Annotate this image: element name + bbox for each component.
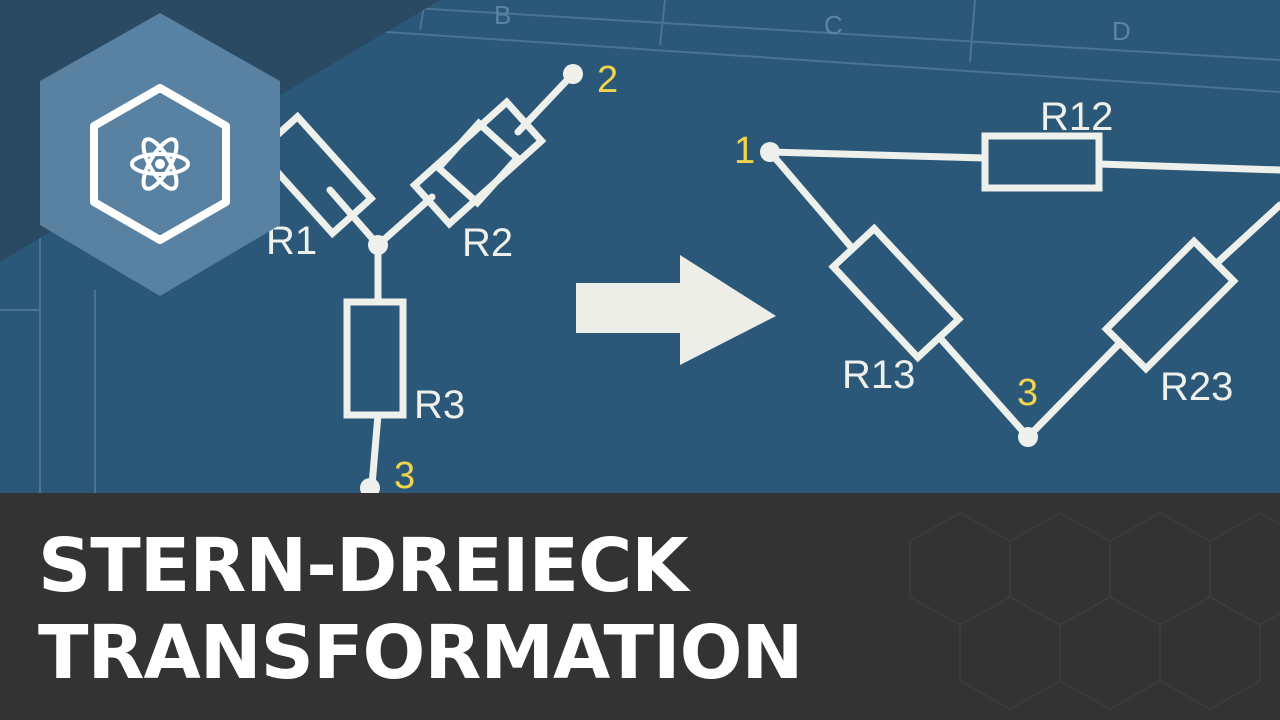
column-label-b: B — [494, 0, 511, 30]
resistor-r23 — [1101, 236, 1239, 374]
star-wire-2 — [374, 193, 436, 249]
title-line-2: TRANSFORMATION — [38, 610, 803, 696]
delta-wire-12b — [1095, 160, 1280, 174]
atom-icon — [130, 137, 190, 191]
star-node-label-3: 3 — [394, 455, 415, 497]
column-label-c: C — [824, 10, 843, 40]
delta-node-1 — [760, 142, 780, 162]
resistor-r13 — [828, 223, 964, 363]
delta-resistor-label-r23: R23 — [1160, 365, 1233, 409]
delta-resistor-label-r13: R13 — [842, 353, 915, 397]
delta-wire-13b — [936, 334, 1032, 441]
banner-hex-pattern — [909, 511, 1280, 711]
delta-node-label-3: 3 — [1017, 372, 1038, 414]
resistor-r2 — [433, 118, 523, 208]
resistor-r12 — [981, 132, 1103, 192]
title-banner — [0, 493, 1280, 720]
delta-node-3 — [1018, 427, 1038, 447]
delta-wire-13a — [766, 148, 856, 252]
arrow-right-icon — [576, 255, 776, 365]
star-resistor-label-r3: R3 — [414, 383, 465, 427]
delta-wire-23a — [1024, 341, 1122, 441]
resistor-r3 — [343, 298, 407, 419]
star-node-label-2: 2 — [597, 59, 618, 101]
title-line-1: STERN-DREIECK — [38, 523, 689, 609]
star-circuit — [253, 71, 576, 489]
blueprint-grid — [0, 0, 1280, 493]
star-wire-3b — [368, 411, 382, 489]
delta-wire-23b — [1214, 201, 1280, 266]
delta-wire-12a — [766, 148, 989, 162]
delta-circuit — [766, 132, 1280, 441]
delta-resistor-label-r12: R12 — [1040, 95, 1113, 139]
column-label-d: D — [1112, 16, 1131, 46]
channel-logo — [40, 13, 280, 296]
delta-node-label-1: 1 — [734, 130, 755, 172]
star-center-node — [368, 235, 388, 255]
star-resistor-label-r2: R2 — [462, 221, 513, 265]
star-node-2 — [563, 64, 583, 84]
